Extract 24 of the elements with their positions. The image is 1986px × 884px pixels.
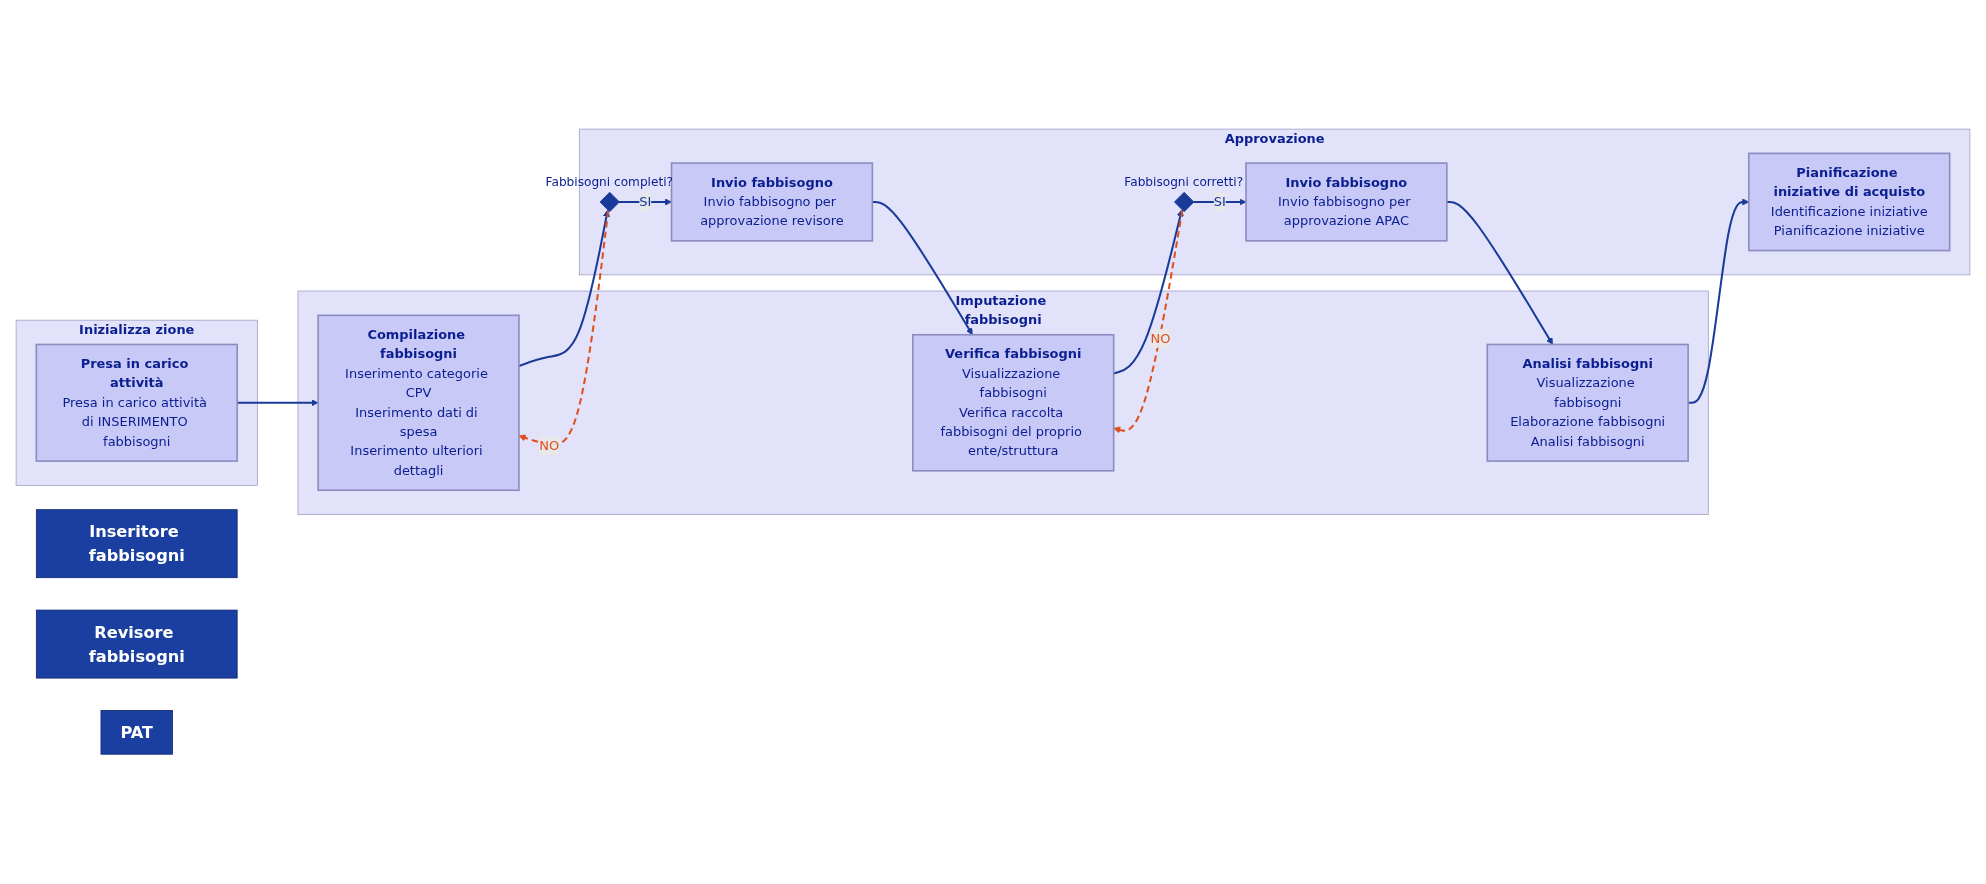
arrow: [872, 201, 973, 336]
edge-label: SI: [639, 194, 652, 210]
node-box: Verifica fabbisogni Visualizzazione fabbisogni Verifica raccolta fabbisogni del proprio ente/struttura: [912, 334, 1115, 472]
node-box: Invio fabbisogno Invio fabbisogno per approvazione APAC: [1245, 162, 1448, 242]
arrow: [237, 399, 319, 407]
decision-question: Fabbisogni corretti?: [1124, 175, 1244, 190]
node-box: Analisi fabbisogni Visualizzazione fabbisogni Elaborazione fabbisogni Analisi fabbisogni: [1486, 344, 1689, 463]
node-diamond: [1174, 192, 1195, 213]
edge-label: SI: [1213, 194, 1226, 210]
edge-label: NO: [539, 437, 560, 454]
node-box: Revisore fabbisogni: [35, 610, 238, 679]
arrow: [1113, 210, 1184, 434]
node-box: Compilazione fabbisogni Inserimento categorie CPV Inserimento dati di spesa Inserimento ulteriori dettagli: [317, 314, 520, 492]
node-diamond: [599, 192, 620, 213]
arrow: [1113, 209, 1184, 375]
arrow: [1446, 201, 1553, 346]
node-box: Pianificazione iniziative di acquisto Identificazione iniziative Pianificazione iniziative: [1748, 152, 1951, 252]
node-box: PAT: [100, 710, 173, 755]
edge-label: NO: [1150, 330, 1171, 347]
decision-question: Fabbisogni completi?: [545, 175, 673, 190]
arrow: [518, 210, 610, 446]
arrow: [518, 210, 610, 368]
node-box: Inseritore fabbisogni: [35, 509, 238, 579]
node-box: Presa in carico attività Presa in carico attività di INSERIMENTO fabbisogni: [35, 344, 238, 463]
